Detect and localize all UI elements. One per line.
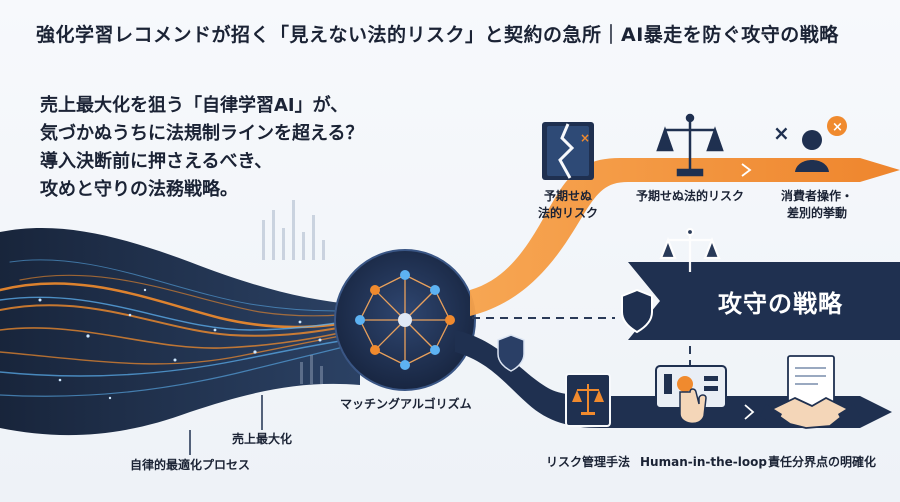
hand-control-panel-icon (655, 365, 727, 425)
data-particles (38, 288, 322, 400)
defense-item-label: リスク管理手法 (545, 455, 630, 469)
label-pointer-lines (189, 395, 263, 455)
risk-path-arrow (470, 158, 900, 316)
data-wave-band (0, 227, 360, 436)
page-title: 強化学習レコメンドが招く「見えない法的リスク」と契約の急所｜AI暴走を防ぐ攻守の… (36, 24, 839, 46)
defense-path-chevrons (744, 404, 755, 420)
bar-chart-decoration (262, 200, 325, 384)
shield-icon (621, 288, 653, 334)
defense-item-label: Human-in-the-loop (640, 455, 767, 469)
svg-text:×: × (773, 121, 790, 145)
defense-item-label: 責任分界点の明確化 (767, 455, 876, 469)
intro-text: 売上最大化を狙う「自律学習AI」が、 気づかぬうちに法規制ラインを超える？ 導入… (40, 92, 460, 204)
svg-text:×: × (580, 131, 590, 145)
sales-max-label: 売上最大化 (231, 432, 292, 446)
scales-icon (656, 113, 724, 177)
dashed-connectors (472, 317, 691, 380)
shield-icon (497, 334, 525, 372)
handshake-contract-icon (760, 355, 860, 429)
consumer-warning-icon: × × (773, 116, 847, 172)
algorithm-label: マッチングアルゴリズム (340, 397, 472, 411)
blue-data-streams (0, 259, 373, 397)
strategy-banner-shape (628, 262, 900, 340)
risk-path-chevrons (741, 163, 752, 177)
svg-text:×: × (832, 120, 843, 135)
broken-book-icon: × (542, 122, 594, 180)
intro-line: 売上最大化を狙う「自律学習AI」が、 (40, 95, 349, 116)
neural-network-nodes (355, 270, 455, 370)
intro-line: 導入決断前に押さえるべき、 (40, 151, 273, 172)
risk-item-label: 予期せぬ 法的リスク (537, 189, 598, 220)
intro-line: 攻めと守りの法務戦略。 (40, 179, 238, 200)
risk-item-label: 予期せぬ法的リスク (635, 189, 744, 203)
neural-network-icon (359, 274, 451, 366)
law-book-icon (565, 373, 611, 427)
risk-item-label: 消費者操作・ 差別的挙動 (780, 189, 853, 220)
auto-opt-label: 自律的最適化プロセス (129, 458, 250, 472)
banner-scales-icon (659, 227, 721, 272)
intro-line: 気づかぬうちに法規制ラインを超える？ (40, 123, 364, 144)
strategy-banner-text: 攻守の戦略 (718, 290, 843, 318)
